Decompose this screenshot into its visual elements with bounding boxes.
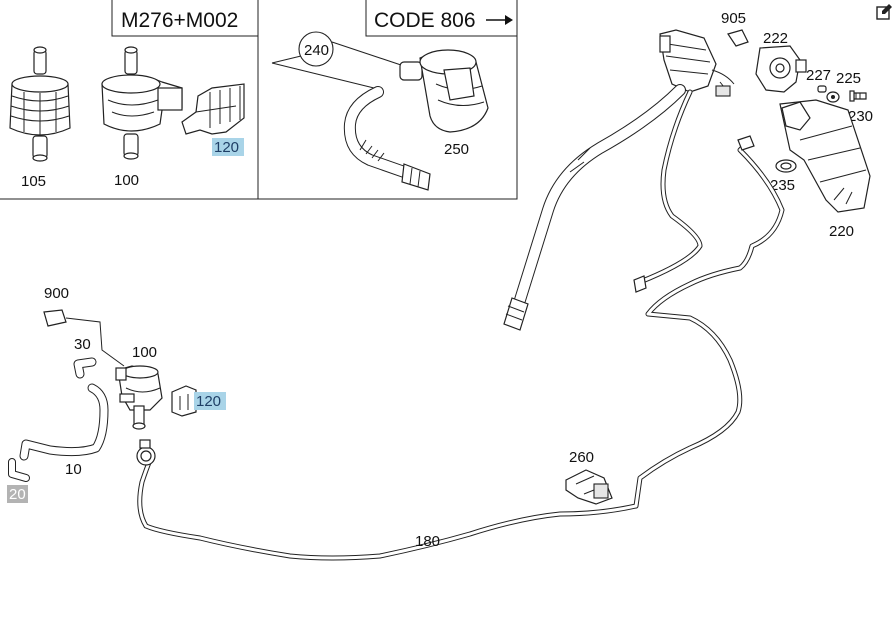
part-905-drawing (727, 29, 749, 47)
part-120-drawing (171, 385, 197, 417)
callout-30[interactable]: 30 (74, 336, 91, 353)
part-100-drawing (115, 365, 163, 430)
callout-20[interactable]: 20 (9, 486, 26, 503)
part-222-drawing (755, 45, 807, 93)
part-235-drawing (775, 159, 797, 173)
part-220-drawing (779, 99, 871, 213)
callout-227[interactable]: 227 (806, 67, 831, 84)
callout-235[interactable]: 235 (770, 177, 795, 194)
inset-code-806-title: CODE 806 (374, 9, 476, 32)
inset-m276-m002: M276+M002 (0, 0, 259, 200)
right-arrow-icon (486, 15, 513, 25)
part-250-drawing (399, 49, 489, 133)
part-10-hose-drawing (19, 383, 109, 461)
callout-105[interactable]: 105 (21, 173, 46, 190)
inset-code-806: CODE 806 240 250 (258, 0, 518, 200)
callout-240[interactable]: 240 (304, 42, 329, 59)
hose-clamp-drawing (136, 439, 156, 466)
part-240-hose-drawing (343, 86, 431, 191)
part-105-drawing (9, 46, 71, 162)
callout-225[interactable]: 225 (836, 70, 861, 87)
callout-20-highlight (7, 485, 28, 503)
inset-m276-title: M276+M002 (121, 9, 238, 32)
edit-icon[interactable] (876, 4, 892, 20)
callout-905[interactable]: 905 (721, 10, 746, 27)
part-20-drawing (8, 458, 30, 482)
part-900-drawing (43, 309, 125, 367)
callout-900[interactable]: 900 (44, 285, 69, 302)
part-260-drawing (565, 469, 613, 505)
part-120-inset-drawing (181, 83, 245, 135)
part-100-inset-drawing (101, 46, 183, 160)
callout-120[interactable]: 120 (196, 393, 221, 410)
callout-260[interactable]: 260 (569, 449, 594, 466)
callout-120-inset-highlight (212, 138, 244, 156)
callout-250[interactable]: 250 (444, 141, 469, 158)
callout-120-highlight (194, 392, 226, 410)
callout-222[interactable]: 222 (763, 30, 788, 47)
callout-100[interactable]: 100 (132, 344, 157, 361)
callout-180[interactable]: 180 (415, 533, 440, 550)
callout-10[interactable]: 10 (65, 461, 82, 478)
callout-240-circle (298, 31, 334, 67)
purge-assembly-drawing (503, 29, 735, 331)
part-30-drawing (73, 357, 97, 379)
callout-220[interactable]: 220 (829, 223, 854, 240)
callout-230[interactable]: 230 (848, 108, 873, 125)
part-180-line-drawing (137, 135, 785, 561)
part-227-225-230-drawing (817, 85, 867, 103)
callout-100-inset[interactable]: 100 (114, 172, 139, 189)
callout-120-inset[interactable]: 120 (214, 139, 239, 156)
